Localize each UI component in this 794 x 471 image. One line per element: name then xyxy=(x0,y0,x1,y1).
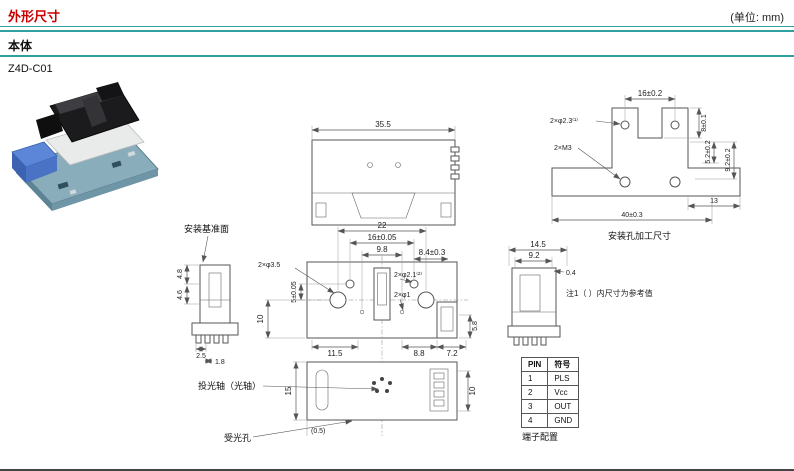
pin-table-header: 符号 xyxy=(547,357,580,372)
front-view-drawing: 22 16±0.05 9.8 8.4±0.3 2×φ3.5 2×φ2.1⁽²⁾ … xyxy=(256,221,479,436)
page-bottom-rule xyxy=(0,469,794,471)
dim-label: 10 xyxy=(468,386,477,395)
pin-symbol: PLS xyxy=(547,371,580,386)
dim-label: 4.8 xyxy=(177,269,184,279)
dim-label: 5.2±0.2 xyxy=(705,140,712,163)
dim-label: 11.5 xyxy=(328,349,344,358)
dim-label: 2.5 xyxy=(196,353,206,360)
right-side-view-drawing: 14.5 9.2 0.4 注1（ ）内尺寸为参考值 xyxy=(507,240,653,346)
mounting-hole-drawing: 2×φ2.3⁽¹⁾ 2×M3 16±0.2 8±0.1 5.2±0.2 9.2±… xyxy=(550,89,741,241)
dim-label: 4.6 xyxy=(177,290,184,300)
pin-symbol: GND xyxy=(547,413,580,428)
dim-label: 5±0.05 xyxy=(291,281,298,302)
note1-label: 注1（ ）内尺寸为参考值 xyxy=(566,288,653,298)
page-title: 外形尺寸 xyxy=(8,9,61,24)
pin-number: 4 xyxy=(520,413,549,428)
terminal-config-label: 端子配置 xyxy=(522,432,559,442)
dim-label: 9.2±0.2 xyxy=(725,148,732,171)
mounting-holes-title: 安装孔加工尺寸 xyxy=(608,230,671,241)
dim-label: 0.4 xyxy=(566,270,576,277)
pin-table-header: PIN xyxy=(520,357,549,372)
pin-table: PIN 符号 1 PLS 2 Vcc 3 OUT 4 GND xyxy=(520,357,580,428)
bottom-view-drawing: 15 10 (0.5) 投光轴（光轴） 受光孔 xyxy=(198,361,477,443)
pin-table-header-row: PIN 符号 xyxy=(520,357,580,372)
mounting-ref-label: 安装基准面 xyxy=(184,223,229,234)
dim-label: 7.2 xyxy=(446,349,458,358)
pin-table-row: 3 OUT xyxy=(520,399,580,414)
left-side-view-drawing: 安装基准面 4.8 4.6 2.5 1.8 xyxy=(177,223,239,366)
dim-label: 2×φ2.3⁽¹⁾ xyxy=(550,117,578,125)
dim-label: 40±0.3 xyxy=(621,212,642,219)
dim-label: 2×φ1 xyxy=(394,292,411,299)
dim-label: 15 xyxy=(284,386,293,395)
dim-label: 2×φ2.1⁽²⁾ xyxy=(394,271,422,279)
dim-label: 8.8 xyxy=(413,349,425,358)
product-photo xyxy=(11,82,159,211)
header-rule xyxy=(0,26,794,32)
receiver-hole-label: 受光孔 xyxy=(224,432,251,443)
dim-label: 5.8 xyxy=(472,321,479,331)
pin-number: 3 xyxy=(520,399,549,414)
dim-label: 8.4±0.3 xyxy=(419,248,446,257)
pin-number: 2 xyxy=(520,385,549,400)
pin-symbol: OUT xyxy=(547,399,580,414)
section-title: 本体 xyxy=(8,39,33,53)
pin-number: 1 xyxy=(520,371,549,386)
dim-label: 16±0.2 xyxy=(638,89,663,98)
dim-label: 10 xyxy=(256,314,265,323)
dim-label: 2×M3 xyxy=(554,145,572,152)
dim-label: 2×φ3.5 xyxy=(258,262,280,269)
dim-label: 1.8 xyxy=(215,359,225,366)
section-rule xyxy=(0,55,794,57)
model-label: Z4D-C01 xyxy=(8,63,53,75)
dim-label: 14.5 xyxy=(530,240,546,249)
unit-label: (单位: mm) xyxy=(730,12,784,24)
optical-axis-label: 投光轴（光轴） xyxy=(198,380,261,391)
pin-symbol: Vcc xyxy=(547,385,580,400)
pin-table-row: 2 Vcc xyxy=(520,385,580,400)
dim-label: 16±0.05 xyxy=(368,233,397,242)
page-header: 外形尺寸 (单位: mm) xyxy=(8,6,784,25)
dim-label: 22 xyxy=(378,221,387,230)
dim-label: 8±0.1 xyxy=(701,114,708,132)
dim-label: 35.5 xyxy=(375,120,391,129)
dim-label: 9.8 xyxy=(376,245,388,254)
dim-label: 13 xyxy=(710,198,718,205)
dim-label: 9.2 xyxy=(528,251,540,260)
top-view-drawing: 35.5 xyxy=(311,120,460,226)
pin-table-row: 4 GND xyxy=(520,413,580,428)
dim-label: (0.5) xyxy=(311,428,325,435)
pin-table-row: 1 PLS xyxy=(520,371,580,386)
